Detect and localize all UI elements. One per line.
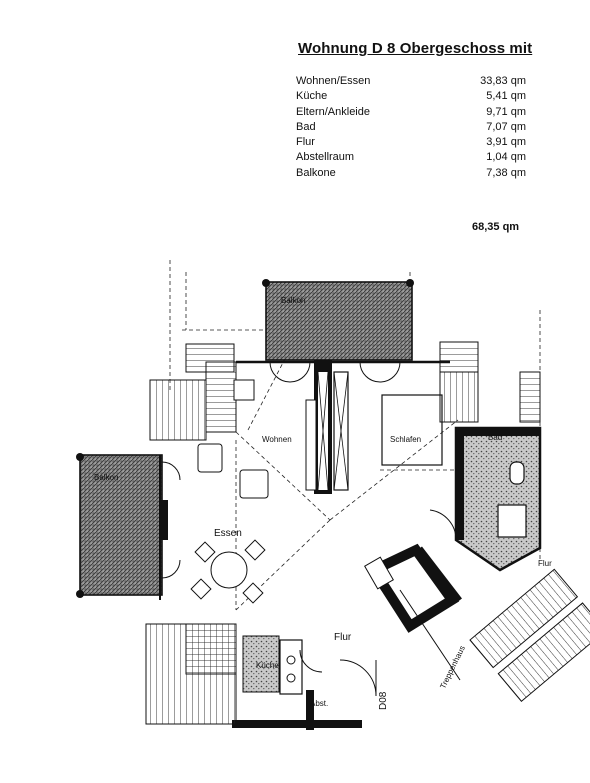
room-row: Balkone 7,38 qm	[296, 166, 526, 181]
room-label-abst: Abst.	[310, 699, 328, 708]
room-row: Wohnen/Essen 33,83 qm	[296, 74, 526, 89]
room-row: Eltern/Ankleide 9,71 qm	[296, 105, 526, 120]
room-name: Eltern/Ankleide	[296, 105, 370, 118]
room-label-treppenhaus: Treppenhaus	[438, 644, 467, 690]
room-area-list: Wohnen/Essen 33,83 qm Küche 5,41 qm Eltern…	[296, 74, 526, 181]
room-area: 33,83 qm	[480, 75, 526, 87]
room-name: Balkone	[296, 166, 336, 179]
room-name: Abstellraum	[296, 151, 355, 164]
room-area: 7,38 qm	[486, 166, 526, 179]
room-name: Flur	[296, 136, 315, 149]
room-label-flur-right: Flur	[538, 559, 552, 568]
room-label-bad: Bad	[488, 433, 502, 442]
stairs	[145, 341, 590, 725]
room-name: Bad	[296, 120, 316, 133]
furniture	[190, 379, 394, 693]
unit-label: D08	[378, 691, 389, 710]
room-area: 9,71 qm	[486, 105, 526, 118]
balcony-top: Balkon	[262, 279, 414, 361]
room-row: Flur 3,91 qm	[296, 135, 526, 150]
document-title: Wohnung D 8 Obergeschoss mit	[298, 40, 533, 57]
balcony-left-label: Balkon	[94, 473, 118, 482]
room-area: 1,04 qm	[486, 151, 526, 164]
room-row: Bad 7,07 qm	[296, 120, 526, 135]
room-row: Abstellraum 1,04 qm	[296, 150, 526, 165]
room-label-schlafen: Schlafen	[390, 435, 421, 444]
door-swings	[161, 361, 457, 673]
room-name: Wohnen/Essen	[296, 75, 371, 87]
total-area: 68,35 qm	[472, 221, 520, 233]
balcony-left: Balkon	[76, 453, 163, 598]
room-label-flur: Flur	[334, 632, 352, 643]
room-label-wohnen: Wohnen	[262, 435, 292, 444]
room-label-essen: Essen	[214, 528, 242, 539]
walls	[159, 360, 542, 730]
room-name: Küche	[296, 90, 328, 103]
balcony-top-label: Balkon	[281, 296, 305, 305]
room-area: 5,41 qm	[486, 90, 526, 103]
room-area: 7,07 qm	[486, 120, 526, 133]
room-label-kueche: Küche	[256, 661, 279, 670]
room-area: 3,91 qm	[486, 136, 526, 149]
room-row: Küche 5,41 qm	[296, 89, 526, 104]
